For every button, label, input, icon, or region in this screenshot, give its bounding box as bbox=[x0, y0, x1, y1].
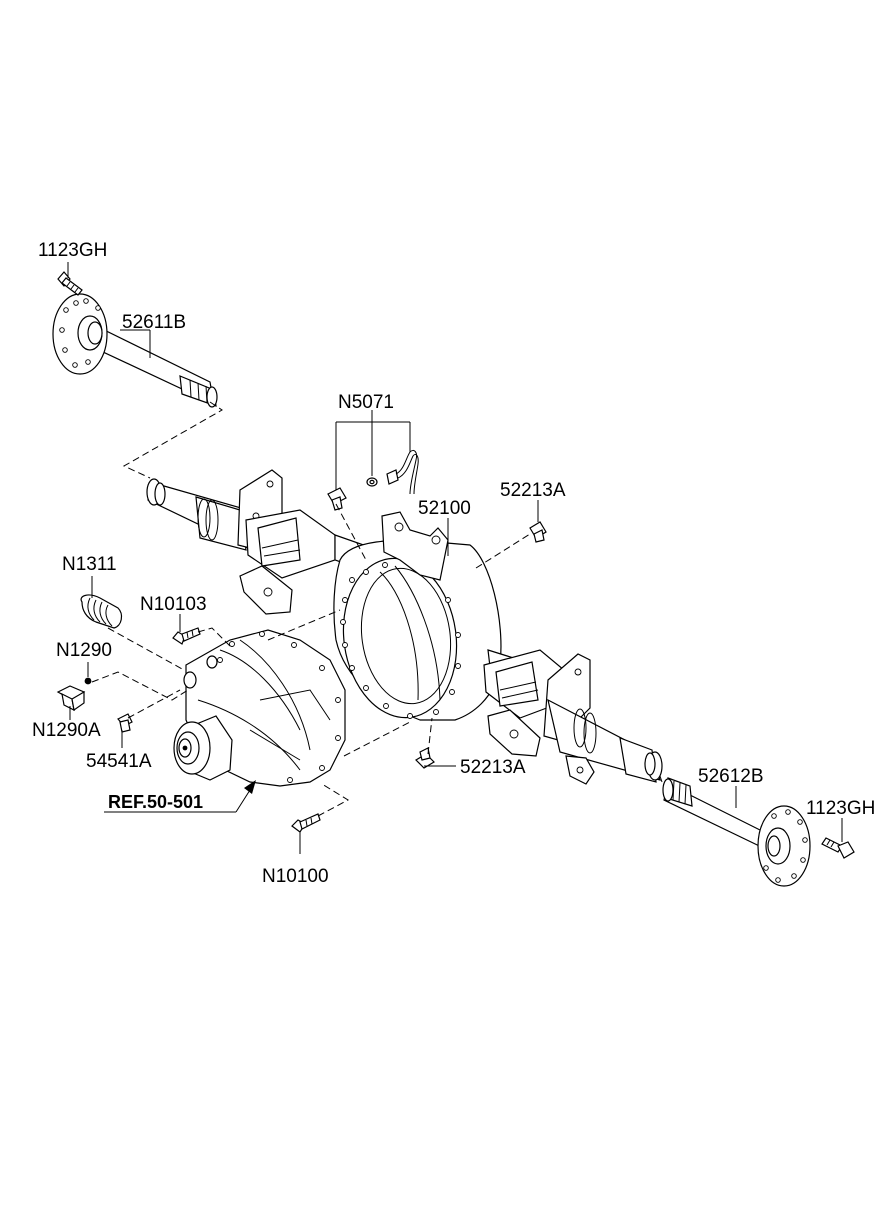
breather-clip[interactable] bbox=[366, 477, 378, 487]
assembly-lines bbox=[91, 401, 663, 817]
pin-54541a[interactable] bbox=[117, 713, 133, 733]
label-n1311: N1311 bbox=[62, 554, 117, 575]
plug-n1290a[interactable] bbox=[56, 685, 86, 712]
left-axle-flange[interactable] bbox=[52, 293, 108, 375]
washer-n1290[interactable] bbox=[84, 677, 92, 685]
breather-fitting[interactable] bbox=[327, 487, 347, 511]
label-52213a-bottom: 52213A bbox=[460, 757, 526, 778]
breather-hose[interactable] bbox=[386, 449, 419, 495]
bolt-n10103[interactable] bbox=[172, 627, 201, 645]
axle-housing[interactable] bbox=[146, 469, 663, 785]
right-axle-shaft[interactable] bbox=[662, 777, 777, 856]
bolt-1123gh-left[interactable] bbox=[57, 271, 83, 296]
label-n10103: N10103 bbox=[140, 594, 207, 615]
vent-cap[interactable] bbox=[80, 594, 123, 629]
label-n5071: N5071 bbox=[338, 392, 394, 413]
label-52612b: 52612B bbox=[698, 766, 764, 787]
label-52611b: 52611B bbox=[122, 312, 186, 333]
right-axle-flange[interactable] bbox=[757, 805, 811, 887]
leader-lines bbox=[67, 262, 843, 854]
part-labels: 1123GH 52611B N5071 52100 52213A N1311 N… bbox=[32, 240, 875, 887]
bolt-52213a-right[interactable] bbox=[529, 521, 547, 543]
bolt-n10100[interactable] bbox=[291, 813, 321, 833]
differential-carrier[interactable] bbox=[173, 629, 346, 787]
label-52100: 52100 bbox=[418, 498, 471, 519]
label-1123gh-right: 1123GH bbox=[806, 798, 875, 819]
label-54541a: 54541A bbox=[86, 751, 152, 772]
label-1123gh-left: 1123GH bbox=[38, 240, 107, 261]
label-ref-50-501: REF.50-501 bbox=[108, 792, 203, 812]
label-n10100: N10100 bbox=[262, 866, 329, 887]
label-n1290a: N1290A bbox=[32, 720, 101, 741]
bolt-1123gh-right[interactable] bbox=[821, 837, 855, 859]
label-n1290: N1290 bbox=[56, 640, 112, 661]
bolt-52213a-bottom[interactable] bbox=[415, 747, 435, 769]
label-52213a-right: 52213A bbox=[500, 480, 566, 501]
